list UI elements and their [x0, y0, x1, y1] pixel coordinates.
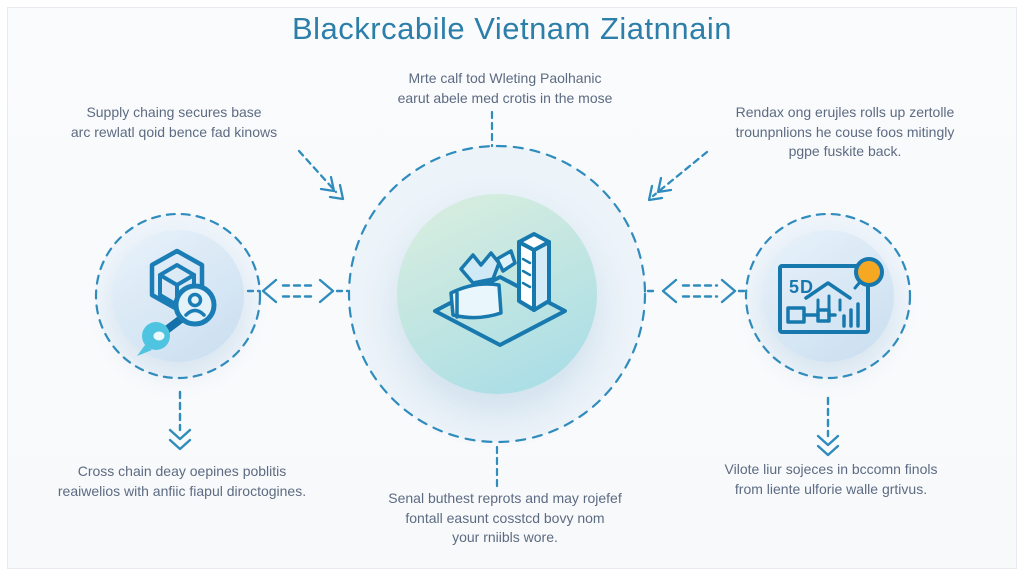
top-left-callout: Supply chaing secures base arc rewlatl q…	[28, 103, 320, 142]
blueprint-frame	[778, 264, 870, 334]
package-search-icon	[137, 248, 217, 356]
broken-wall-piece	[459, 251, 501, 285]
building-top-face	[517, 232, 551, 252]
orange-dot	[854, 257, 884, 287]
magnifier-icon	[173, 283, 217, 327]
roof-outline	[804, 281, 852, 300]
callout-line: pgpe fuskite back.	[788, 143, 902, 160]
callout-line: trounpnlions he couse foos mitingly	[735, 123, 955, 140]
callout-line: fontall easunt cosstcd bovy nom	[405, 509, 605, 526]
subtitle-line: Mrte calf tod Wleting Paolhanic	[408, 70, 602, 86]
flag-piece	[495, 249, 517, 273]
page-title: Blackrcabile Vietnam Ziatnnain	[291, 11, 733, 46]
building-right-face	[532, 240, 551, 312]
callout-line: Cross chain deay oepines poblitis	[77, 463, 287, 479]
callout-line: reaiwelios with anfiic fiapul diroctogin…	[57, 482, 307, 499]
callout-line: arc rewlatl qoid bence fad kinows	[70, 123, 278, 140]
mini-bar-chart	[842, 302, 860, 328]
bottom-left-callout: Cross chain deay oepines poblitis reaiwe…	[20, 462, 344, 501]
callout-line: Rendax ong erujles rolls up zertolle	[735, 104, 955, 120]
curved-banner-piece	[449, 282, 503, 320]
callout-line: Senal buthest reprots and may rojefef	[388, 490, 622, 506]
building-left-face	[517, 240, 536, 312]
cyan-teardrop	[137, 322, 170, 356]
blueprint-analysis-icon: 5D	[778, 257, 884, 334]
callout-line: Supply chaing secures base	[86, 104, 262, 120]
package-top-diamond	[158, 263, 196, 287]
callout-line: Vilote liur sojeces in bccomn finols	[724, 461, 938, 477]
top-right-callout: Rendax ong erujles rolls up zertolle tro…	[688, 103, 1002, 162]
isometric-construction-icon	[433, 232, 567, 347]
callout-line: your rniibls wore.	[452, 529, 558, 546]
blueprint-label: 5D	[789, 277, 814, 297]
bottom-right-callout: Vilote liur sojeces in bccomn finols fro…	[676, 460, 986, 499]
bottom-center-callout: Senal buthest reprots and may rojefef fo…	[340, 489, 670, 548]
subtitle-line: earut abele med crotis in the mose	[397, 89, 613, 106]
subtitle-callout: Mrte calf tod Wleting Paolhanic earut ab…	[332, 69, 678, 108]
callout-line: from liente ulforie walle grtivus.	[734, 480, 928, 497]
